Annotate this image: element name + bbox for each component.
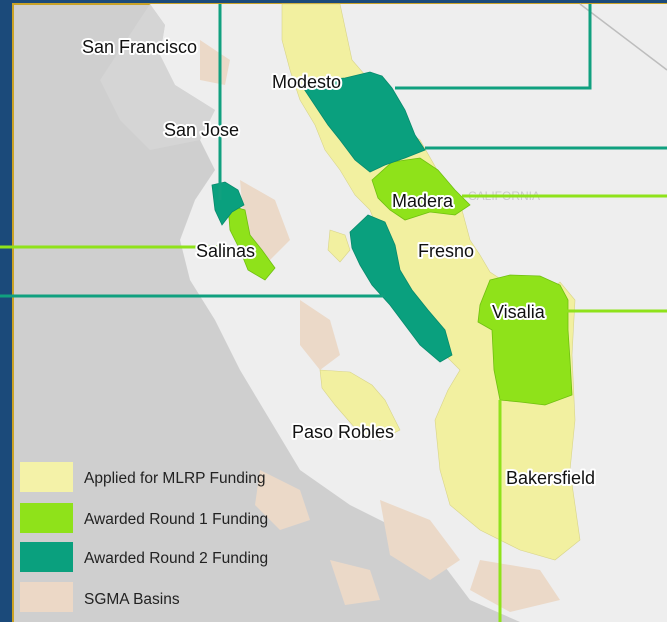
- legend-label-applied: Applied for MLRP Funding: [84, 470, 266, 487]
- city-label-salinas: Salinas: [196, 241, 255, 261]
- city-label-san-jose: San Jose: [164, 120, 239, 140]
- city-label-fresno: Fresno: [418, 241, 474, 261]
- legend-swatch-round2: [20, 542, 73, 572]
- city-labels: San Francisco Modesto San Jose Madera Sa…: [80, 35, 597, 490]
- legend-swatch-applied: [20, 462, 73, 492]
- city-label-bakersfield: Bakersfield: [506, 468, 595, 488]
- city-label-madera: Madera: [392, 191, 454, 211]
- city-label-paso-robles: Paso Robles: [292, 422, 394, 442]
- green-leader-lines: [0, 194, 667, 622]
- coastline-shade: [100, 4, 215, 150]
- legend-label-round1: Awarded Round 1 Funding: [84, 511, 268, 528]
- city-label-san-francisco: San Francisco: [82, 37, 197, 57]
- legend-label-sgma: SGMA Basins: [84, 591, 180, 608]
- legend-swatch-round1: [20, 503, 73, 533]
- city-label-modesto: Modesto: [272, 72, 341, 92]
- legend-label-round2: Awarded Round 2 Funding: [84, 550, 268, 567]
- round1-regions: [227, 157, 573, 406]
- legend-swatch-sgma: [20, 582, 73, 612]
- state-boundary: [579, 3, 667, 71]
- legend: Applied for MLRP Funding Awarded Round 1…: [20, 462, 268, 612]
- teal-leader-lines: [0, 4, 667, 298]
- city-label-visalia: Visalia: [492, 302, 546, 322]
